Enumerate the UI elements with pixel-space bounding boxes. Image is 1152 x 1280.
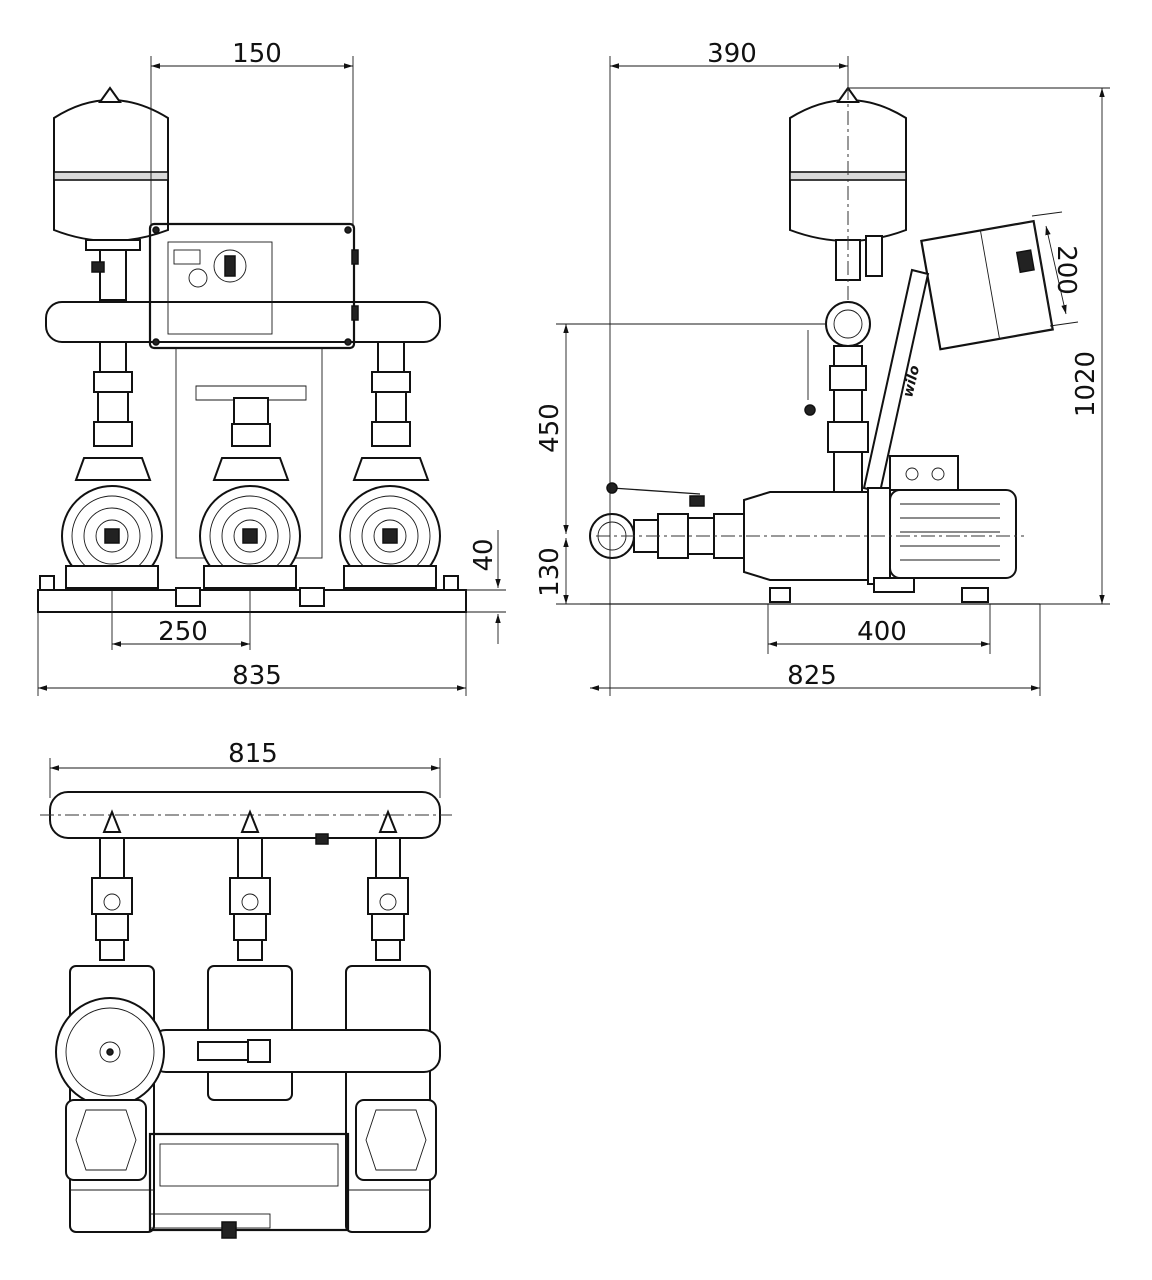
dim-200: 200 [1051, 245, 1081, 295]
top-valve-stack-3 [367, 809, 409, 961]
dim-815: 815 [228, 739, 278, 769]
dim-835: 835 [232, 661, 282, 691]
side-control-box [920, 219, 1054, 351]
dim-40: 40 [469, 538, 499, 571]
front-pump-2 [199, 397, 301, 589]
dim-825: 825 [787, 661, 837, 691]
side-view: wilo [535, 39, 1110, 696]
side-riser-flange [825, 301, 871, 347]
brand-label: wilo [900, 364, 923, 399]
dim-250: 250 [158, 617, 208, 647]
dim-130: 130 [535, 547, 565, 597]
front-pump-3 [339, 341, 441, 589]
front-pressure-tank [53, 86, 169, 301]
dim-390: 390 [707, 39, 757, 69]
front-pump-1 [61, 341, 163, 589]
dim-1020: 1020 [1071, 351, 1101, 417]
side-pump [743, 455, 1017, 603]
dim-400: 400 [857, 617, 907, 647]
front-base-frame [37, 589, 467, 613]
top-valve-stack-1 [91, 809, 133, 961]
top-valve-stack-2 [229, 809, 271, 961]
top-control-box [148, 1132, 350, 1232]
front-control-box [148, 222, 359, 350]
dim-450: 450 [535, 403, 565, 453]
top-view: 815 [40, 739, 452, 1239]
front-manifold-pipe [45, 301, 441, 343]
dim-150: 150 [232, 39, 282, 69]
top-lower-manifold [149, 1029, 441, 1073]
front-view: 150 250 835 40 [37, 39, 506, 696]
